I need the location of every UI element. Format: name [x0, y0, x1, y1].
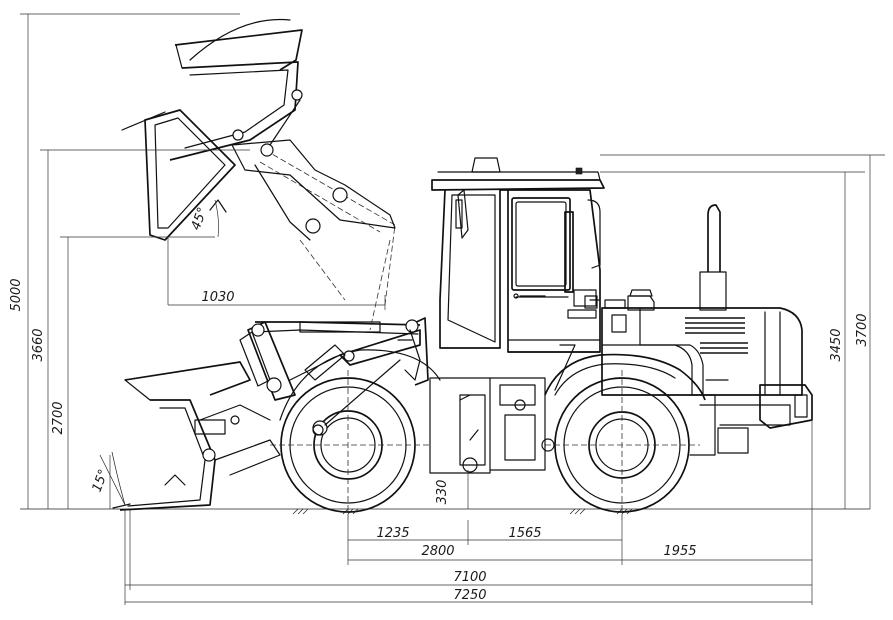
- rear-wheel: [545, 370, 700, 520]
- dim-1030: 1030: [201, 290, 234, 305]
- dim-330: 330: [435, 480, 450, 505]
- bucket-raised: [121, 18, 303, 241]
- dim-1955: 1955: [663, 544, 696, 559]
- dim-7100: 7100: [453, 570, 486, 585]
- lift-arm-lowered: [239, 317, 429, 436]
- bucket-lowered: [99, 361, 281, 511]
- dimension-lines: [20, 13, 885, 605]
- dim-2700: 2700: [51, 401, 66, 434]
- dim-5000: 5000: [9, 278, 24, 311]
- dim-ground-angle: 15°: [90, 467, 112, 494]
- dim-dump-angle: 45°: [189, 205, 211, 232]
- dim-2800: 2800: [421, 544, 454, 559]
- dim-1565: 1565: [508, 526, 541, 541]
- ground-line: [20, 508, 870, 515]
- lift-arm-raised: [231, 99, 396, 331]
- cab: [431, 157, 605, 391]
- dim-1235: 1235: [376, 526, 409, 541]
- hydraulic-cylinder: [304, 344, 401, 436]
- engine-hood: [584, 204, 803, 396]
- front-wheel: [270, 349, 441, 520]
- dim-3700: 3700: [855, 313, 870, 346]
- dim-3660: 3660: [31, 328, 46, 361]
- dim-3450: 3450: [829, 328, 844, 361]
- engine-grille: [685, 317, 748, 354]
- chassis: [429, 353, 813, 474]
- dimension-labels: 5000 3660 2700 45° 1030 15° 330 3450 370…: [9, 205, 870, 603]
- dim-7250: 7250: [453, 588, 486, 603]
